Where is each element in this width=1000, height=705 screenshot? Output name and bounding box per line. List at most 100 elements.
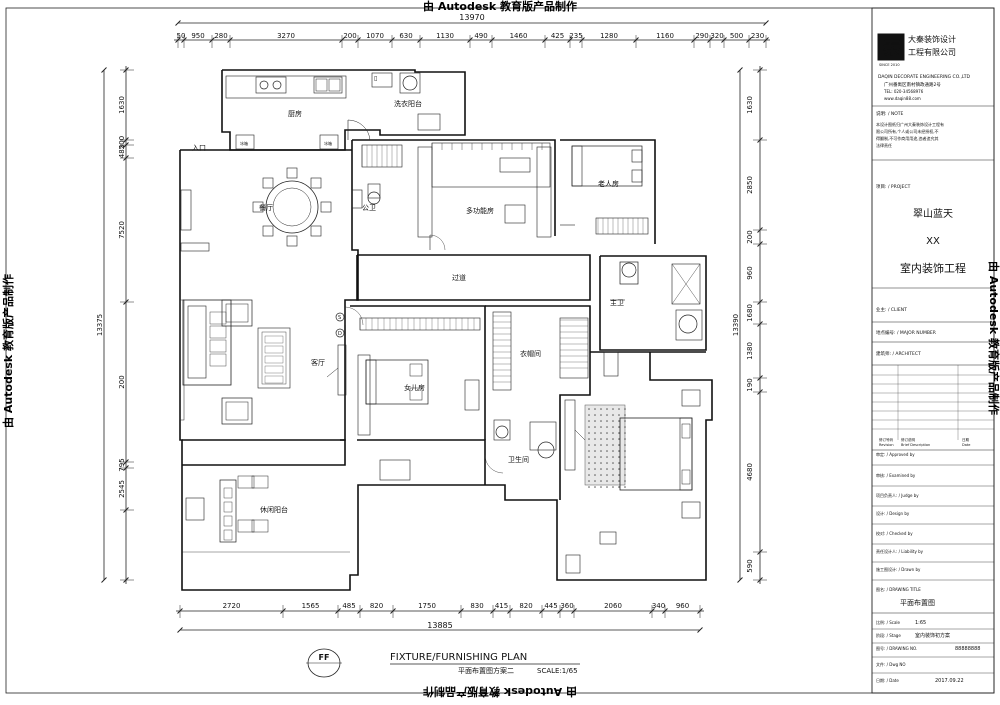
balcony-chair-icon-5 — [251, 519, 269, 533]
drawing-no-value: 88888888 — [955, 646, 980, 652]
notes-text-line-3: 法律责任 — [876, 142, 892, 148]
toilet-seat-icon — [495, 425, 509, 439]
drawing-tag-ff: FF — [319, 653, 330, 662]
dining-table-icon — [265, 180, 319, 234]
right-dimension-3: 960 — [746, 266, 754, 279]
room-label-wc-public: 公卫 — [362, 204, 376, 212]
top-dimension-4: 200 — [343, 32, 356, 40]
sheet-border — [5, 7, 995, 694]
bottom-dimension-2: 485 — [342, 602, 355, 610]
switch-mark-icon — [335, 312, 345, 322]
nightstand-icon — [681, 389, 701, 407]
signoff-6: 施工图设计: / Drawn by — [876, 566, 921, 572]
left-dimension-6: 2545 — [118, 480, 126, 498]
elder-room-walls — [560, 139, 656, 244]
master-chair-icon — [565, 554, 581, 574]
toilet-icon-2 — [493, 419, 511, 441]
rug-dot — [606, 456, 608, 458]
coffee-table-inner-icon — [261, 331, 287, 385]
rug-dot — [594, 474, 596, 476]
rug-dot — [588, 462, 590, 464]
company-name-line-2: 工程有限公司 — [908, 47, 956, 57]
date-label: 日期: / Date — [876, 677, 899, 683]
notes-label: 说明: / NOTE — [876, 110, 904, 117]
stage-value: 室内装饰初方案 — [915, 632, 950, 639]
rug-dot — [606, 450, 608, 452]
room-label-corridor: 过道 — [452, 273, 466, 282]
drawing-subtitle: 平面布置图方案二 — [458, 666, 514, 675]
rug-dot — [624, 420, 626, 422]
sofa-cushion-icon — [209, 325, 227, 339]
rug-dot — [606, 480, 608, 482]
room-label-dining: 餐厅 — [259, 203, 273, 212]
rug-dot — [624, 432, 626, 434]
revision-date-label-en: Date — [962, 443, 970, 447]
company-logo-icon: 秦 — [882, 37, 902, 59]
room-label-kitchen: 厨房 — [288, 109, 302, 118]
stage-label: 阶段: / Stage — [876, 632, 901, 638]
washer-icon — [399, 72, 421, 94]
pillow-icon — [409, 363, 423, 377]
rug-dot — [606, 420, 608, 422]
left-total-dimension: 13375 — [96, 314, 104, 336]
oven-label: 冰箱 — [324, 140, 332, 146]
shower-area — [671, 263, 701, 305]
closet-rack-right — [559, 317, 589, 379]
left-dimension-2: 485 — [118, 145, 126, 158]
daughter-nightstand — [464, 379, 480, 411]
rug-dot — [624, 480, 626, 482]
watermark-top: 由 Autodesk 教育版产品制作 — [422, 0, 577, 13]
bed-headboard-icon — [679, 417, 693, 491]
top-dimension-11: 235 — [569, 32, 582, 40]
logo-caption: SINCE 2010 — [879, 63, 900, 67]
rug-dot — [588, 420, 590, 422]
rug-dot — [624, 456, 626, 458]
revision-no-label-en: Revision — [879, 443, 894, 447]
rug-dot — [600, 456, 602, 458]
shower-diag — [671, 263, 701, 305]
cooktop-icon — [255, 76, 287, 94]
basin-icon-2 — [537, 441, 555, 459]
rug-dot — [600, 426, 602, 428]
door-swing-arc — [484, 454, 504, 474]
rug-dot — [588, 474, 590, 476]
desk-chair-icon-daughter — [379, 459, 411, 481]
dwg-label: 文件: / Dwg NO — [876, 661, 906, 667]
sheet-title: 平面布置图 — [900, 598, 935, 607]
dimension-tick — [101, 67, 107, 73]
room-label-bath2: 卫生间 — [508, 455, 529, 464]
revision-no-label: 修订号码 — [879, 437, 893, 442]
switch-mark-label: D — [338, 331, 342, 337]
rug-dot — [600, 468, 602, 470]
revision-date-label: 日期 — [962, 437, 970, 442]
room-label-wardrobe: 衣帽间 — [520, 349, 541, 358]
rug-dot — [594, 456, 596, 458]
company-web: www.daqin88.com — [884, 96, 921, 101]
company-address: 广州番禺区南村镇政通路2号 — [884, 81, 941, 88]
bottom-dimension-4: 1750 — [418, 602, 436, 610]
drawing-title: FIXTURE/FURNISHING PLAN — [390, 652, 527, 663]
company-name-en: DAQIN DECORATE ENGINEERING CO.,LTD — [878, 74, 971, 80]
company-logo-box — [877, 33, 905, 61]
daughter-wardrobe — [357, 354, 371, 436]
balcony-chair-icon-3 — [251, 475, 269, 489]
top-dimension-12: 1280 — [600, 32, 618, 40]
laundry-cabinet — [371, 72, 393, 88]
bottom-total-dimension: 13885 — [427, 621, 452, 630]
rug-dot — [588, 456, 590, 458]
top-dimension-16: 500 — [730, 32, 743, 40]
pillow-icon — [631, 149, 643, 163]
sofa-cushion-icon — [209, 353, 227, 367]
rug-dot — [588, 444, 590, 446]
pillow-icon — [681, 423, 691, 439]
rug-dot — [618, 462, 620, 464]
bottom-dimension-11: 340 — [652, 602, 665, 610]
door-swing-arc — [347, 119, 371, 141]
rug-dot — [612, 438, 614, 440]
rug-pattern-icon — [264, 375, 284, 384]
master-bath-walls — [599, 255, 707, 351]
pillow-icon — [409, 387, 423, 401]
tv-arrow — [326, 367, 339, 378]
rug-pattern-icon — [264, 355, 284, 364]
dining-table-inner-icon — [272, 187, 312, 227]
